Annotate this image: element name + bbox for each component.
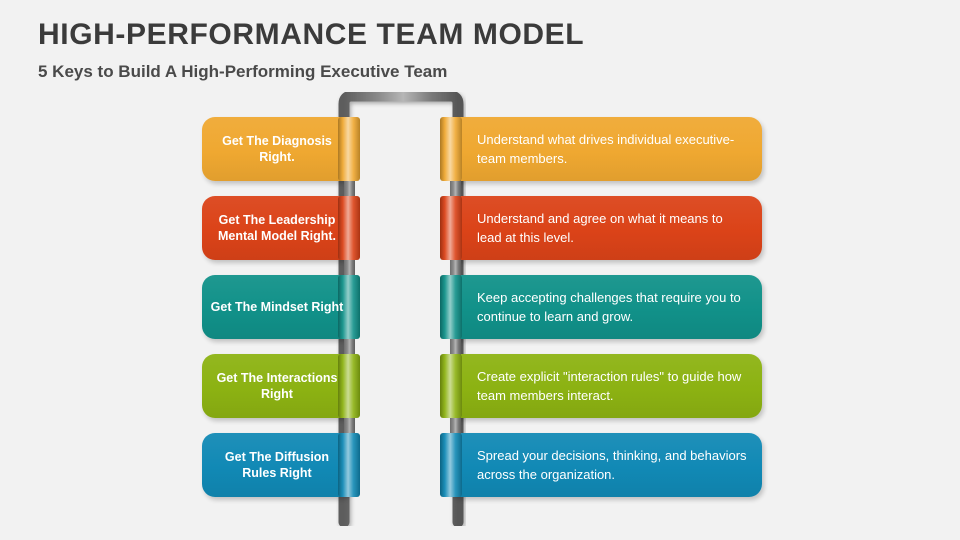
step-key-label-4: Get The Interactions Right — [216, 371, 338, 401]
step-description-label-2: Understand and agree on what it means to… — [477, 211, 723, 245]
slide-header: HIGH-PERFORMANCE TEAM MODEL 5 Keys to Bu… — [38, 18, 918, 82]
step-key-label-1: Get The Diagnosis Right. — [222, 134, 332, 164]
step-description-label-5: Spread your decisions, thinking, and beh… — [477, 448, 747, 482]
ladder-rail-stub-4-right — [450, 416, 461, 435]
step-description-bar-4[interactable]: Create explicit "interaction rules" to g… — [440, 354, 762, 418]
ladder-rail-stub-1-left — [344, 179, 355, 198]
ladder-step-4: Get The Interactions Right Create explici… — [0, 354, 960, 418]
step-description-bar-2[interactable]: Understand and agree on what it means to… — [440, 196, 762, 260]
ladder-rail-stub-1-right — [450, 179, 461, 198]
page-title: HIGH-PERFORMANCE TEAM MODEL — [38, 18, 585, 51]
step-rung-gloss-right-1 — [440, 117, 462, 181]
step-key-bar-4[interactable]: Get The Interactions Right — [202, 354, 360, 418]
step-description-bar-5[interactable]: Spread your decisions, thinking, and beh… — [440, 433, 762, 497]
step-description-label-3: Keep accepting challenges that require y… — [477, 290, 741, 324]
step-key-bar-2[interactable]: Get The Leadership Mental Model Right. — [202, 196, 360, 260]
ladder-rail-stub-2-right — [450, 258, 461, 277]
step-key-bar-1[interactable]: Get The Diagnosis Right. — [202, 117, 360, 181]
step-key-label-2: Get The Leadership Mental Model Right. — [217, 213, 337, 243]
step-description-bar-1[interactable]: Understand what drives individual execut… — [440, 117, 762, 181]
page-subtitle: 5 Keys to Build A High-Performing Execut… — [38, 62, 448, 81]
ladder-step-1: Get The Diagnosis Right. Understand what … — [0, 117, 960, 181]
ladder-step-3: Get The Mindset Right Keep accepting chal… — [0, 275, 960, 339]
step-rung-gloss-right-3 — [440, 275, 462, 339]
step-description-bar-3[interactable]: Keep accepting challenges that require y… — [440, 275, 762, 339]
step-rung-gloss-right-5 — [440, 433, 462, 497]
ladder-rail-stub-2-left — [344, 258, 355, 277]
ladder-rail-stub-3-right — [450, 337, 461, 356]
ladder-step-5: Get The Diffusion Rules Right Spread your… — [0, 433, 960, 497]
ladder-rail-stub-4-left — [344, 416, 355, 435]
step-rung-gloss-right-4 — [440, 354, 462, 418]
step-key-bar-5[interactable]: Get The Diffusion Rules Right — [202, 433, 360, 497]
step-key-label-3: Get The Mindset Right — [210, 300, 344, 314]
step-key-label-5: Get The Diffusion Rules Right — [224, 450, 330, 480]
step-description-label-1: Understand what drives individual execut… — [477, 132, 735, 166]
step-key-bar-3[interactable]: Get The Mindset Right — [202, 275, 360, 339]
step-rung-gloss-right-2 — [440, 196, 462, 260]
ladder-step-2: Get The Leadership Mental Model Right. Un… — [0, 196, 960, 260]
ladder-rail-stub-3-left — [344, 337, 355, 356]
step-description-label-4: Create explicit "interaction rules" to g… — [477, 369, 742, 403]
